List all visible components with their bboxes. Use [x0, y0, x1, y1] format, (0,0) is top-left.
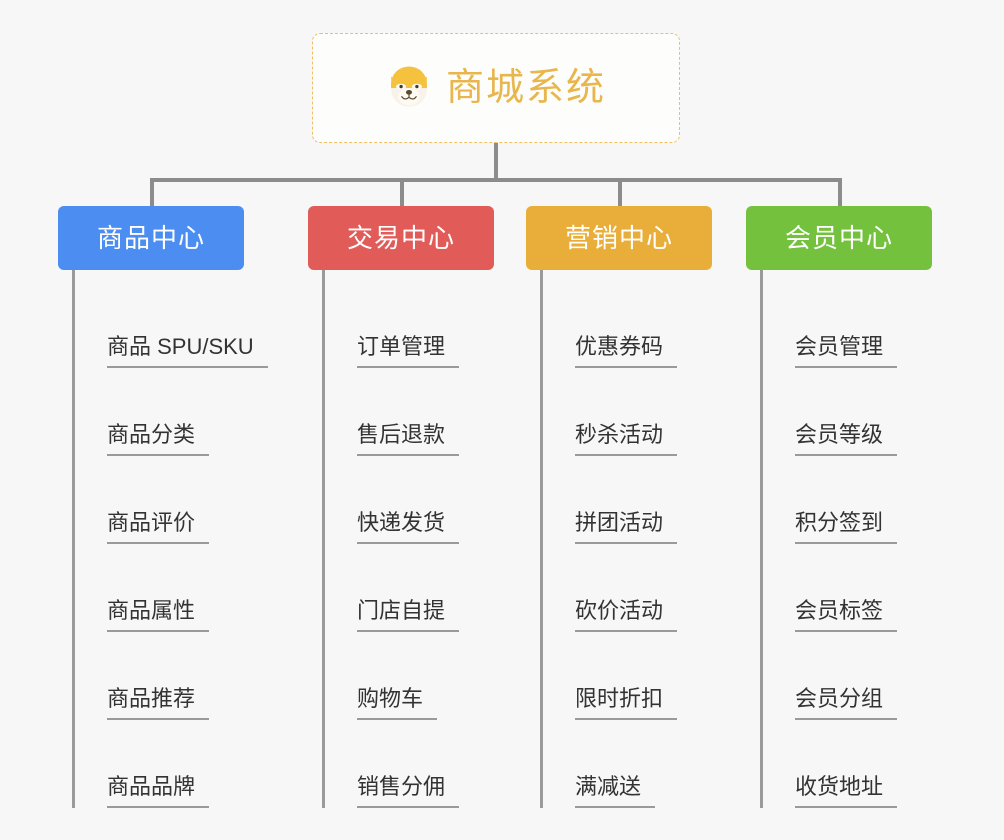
list-item[interactable]: 商品分类: [75, 368, 244, 456]
leaf-label: 商品品牌: [107, 773, 210, 808]
leaf-list-1: 商品 SPU/SKU 商品分类 商品评价 商品属性 商品推荐 商品品牌: [72, 270, 268, 808]
leaf-label: 满减送: [575, 773, 656, 808]
leaf-label: 拼团活动: [575, 509, 678, 544]
list-item[interactable]: 收货地址: [763, 720, 932, 808]
list-item[interactable]: 优惠券码: [543, 280, 712, 368]
list-item[interactable]: 砍价活动: [543, 544, 712, 632]
list-item[interactable]: 商品属性: [75, 544, 244, 632]
branch-column-2: 交易中心 订单管理 售后退款 快递发货 门店自提 购物车 销售分佣: [308, 206, 494, 808]
list-item[interactable]: 会员分组: [763, 632, 932, 720]
connector-stem: [494, 143, 498, 181]
list-item[interactable]: 会员管理: [763, 280, 932, 368]
leaf-label: 会员标签: [795, 597, 898, 632]
leaf-label: 销售分佣: [357, 773, 460, 808]
list-item[interactable]: 购物车: [325, 632, 494, 720]
leaf-list-4: 会员管理 会员等级 积分签到 会员标签 会员分组 收货地址: [760, 270, 932, 808]
list-item[interactable]: 积分签到: [763, 456, 932, 544]
leaf-list-2: 订单管理 售后退款 快递发货 门店自提 购物车 销售分佣: [322, 270, 494, 808]
list-item[interactable]: 秒杀活动: [543, 368, 712, 456]
list-item[interactable]: 快递发货: [325, 456, 494, 544]
connector-drop-4: [838, 178, 842, 208]
leaf-label: 订单管理: [357, 333, 460, 368]
leaf-label: 会员管理: [795, 333, 898, 368]
leaf-label: 商品推荐: [107, 685, 210, 720]
branch-column-1: 商品中心 商品 SPU/SKU 商品分类 商品评价 商品属性 商品推荐 商品品牌: [58, 206, 268, 808]
list-item[interactable]: 商品 SPU/SKU: [75, 280, 268, 368]
list-item[interactable]: 满减送: [543, 720, 712, 808]
list-item[interactable]: 销售分佣: [325, 720, 494, 808]
branch-column-3: 营销中心 优惠券码 秒杀活动 拼团活动 砍价活动 限时折扣 满减送: [526, 206, 712, 808]
list-item[interactable]: 商品评价: [75, 456, 244, 544]
leaf-label: 快递发货: [357, 509, 460, 544]
list-item[interactable]: 商品推荐: [75, 632, 244, 720]
shiba-dog-emoji: [386, 65, 432, 111]
list-item[interactable]: 限时折扣: [543, 632, 712, 720]
list-item[interactable]: 订单管理: [325, 280, 494, 368]
leaf-label: 砍价活动: [575, 597, 678, 632]
connector-drop-3: [618, 178, 622, 208]
list-item[interactable]: 商品品牌: [75, 720, 244, 808]
leaf-label: 会员分组: [795, 685, 898, 720]
leaf-label: 会员等级: [795, 421, 898, 456]
leaf-list-3: 优惠券码 秒杀活动 拼团活动 砍价活动 限时折扣 满减送: [540, 270, 712, 808]
leaf-label: 商品 SPU/SKU: [107, 333, 268, 368]
leaf-label: 购物车: [357, 685, 438, 720]
connector-drop-2: [400, 178, 404, 208]
root-title: 商城系统: [445, 67, 606, 109]
category-header-4[interactable]: 会员中心: [746, 206, 932, 270]
list-item[interactable]: 售后退款: [325, 368, 494, 456]
leaf-label: 秒杀活动: [575, 421, 678, 456]
list-item[interactable]: 会员标签: [763, 544, 932, 632]
leaf-label: 限时折扣: [575, 685, 678, 720]
connector-bar: [150, 178, 842, 182]
category-header-1[interactable]: 商品中心: [58, 206, 244, 270]
category-header-2[interactable]: 交易中心: [308, 206, 494, 270]
leaf-label: 积分签到: [795, 509, 898, 544]
list-item[interactable]: 会员等级: [763, 368, 932, 456]
connector-drop-1: [150, 178, 154, 208]
leaf-label: 商品分类: [107, 421, 210, 456]
list-item[interactable]: 门店自提: [325, 544, 494, 632]
leaf-label: 收货地址: [795, 773, 898, 808]
root-node[interactable]: 商城系统: [312, 33, 680, 143]
leaf-label: 门店自提: [357, 597, 460, 632]
category-header-3[interactable]: 营销中心: [526, 206, 712, 270]
list-item[interactable]: 拼团活动: [543, 456, 712, 544]
leaf-label: 商品属性: [107, 597, 210, 632]
leaf-label: 商品评价: [107, 509, 210, 544]
branch-column-4: 会员中心 会员管理 会员等级 积分签到 会员标签 会员分组 收货地址: [746, 206, 932, 808]
leaf-label: 优惠券码: [575, 333, 678, 368]
leaf-label: 售后退款: [357, 421, 460, 456]
